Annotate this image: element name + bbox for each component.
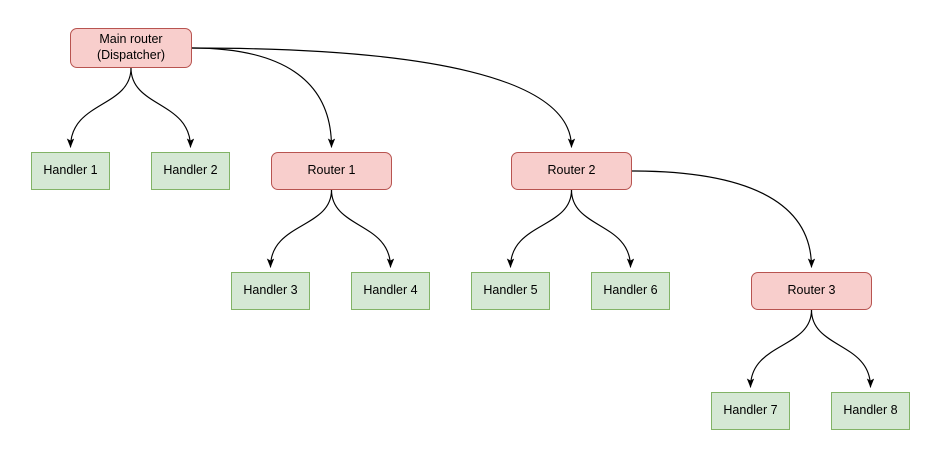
node-label-handler-6: Handler 6 — [603, 283, 658, 298]
node-handler-8[interactable]: Handler 8 — [831, 392, 910, 430]
edge-main-to-router-2 — [191, 47, 576, 148]
node-label-handler-7: Handler 7 — [723, 403, 778, 418]
node-label-handler-4: Handler 4 — [363, 283, 418, 298]
edge-router-1-to-handler-3 — [266, 189, 333, 268]
edge-router-2-to-router-3 — [631, 170, 816, 268]
node-handler-5[interactable]: Handler 5 — [471, 272, 550, 310]
node-label-router-3: Router 3 — [787, 283, 836, 298]
node-router-3[interactable]: Router 3 — [751, 272, 872, 310]
node-handler-2[interactable]: Handler 2 — [151, 152, 230, 190]
node-main-router[interactable]: Main router (Dispatcher) — [70, 28, 192, 68]
node-handler-7[interactable]: Handler 7 — [711, 392, 790, 430]
node-label-handler-8: Handler 8 — [843, 403, 898, 418]
node-handler-6[interactable]: Handler 6 — [591, 272, 670, 310]
edge-paths — [66, 47, 875, 388]
node-label-handler-1: Handler 1 — [43, 163, 98, 178]
node-router-1[interactable]: Router 1 — [271, 152, 392, 190]
node-handler-4[interactable]: Handler 4 — [351, 272, 430, 310]
edge-main-to-router-1 — [191, 47, 336, 148]
node-handler-1[interactable]: Handler 1 — [31, 152, 110, 190]
edge-main-to-handler-2 — [130, 67, 195, 148]
edge-router-2-to-handler-5 — [506, 189, 573, 268]
node-router-2[interactable]: Router 2 — [511, 152, 632, 190]
edge-main-to-handler-1 — [66, 67, 132, 148]
edge-router-3-to-handler-7 — [746, 309, 813, 388]
node-handler-3[interactable]: Handler 3 — [231, 272, 310, 310]
node-label-handler-5: Handler 5 — [483, 283, 538, 298]
node-label-handler-2: Handler 2 — [163, 163, 218, 178]
edge-router-2-to-handler-6 — [570, 189, 635, 268]
node-label-router-2: Router 2 — [547, 163, 596, 178]
node-label-handler-3: Handler 3 — [243, 283, 298, 298]
node-label-router-1: Router 1 — [307, 163, 356, 178]
edge-router-1-to-handler-4 — [330, 189, 395, 268]
edge-router-3-to-handler-8 — [810, 309, 875, 388]
node-label-main-router: Main router (Dispatcher) — [96, 32, 166, 62]
